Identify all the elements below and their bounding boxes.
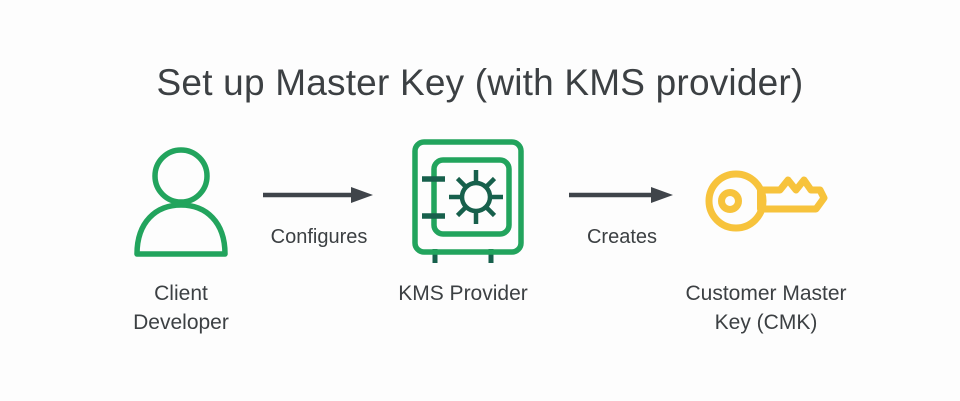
connector-kms-to-cmk: Creates	[567, 185, 677, 249]
client-developer-figure	[126, 138, 236, 268]
safe-vault-icon	[395, 137, 531, 270]
arrow-right-icon	[261, 185, 377, 210]
key-icon	[704, 162, 828, 245]
connector-label-creates: Creates	[586, 226, 658, 248]
connector-client-to-kms: Configures	[258, 185, 380, 249]
node-label-customer-master-key: Customer Master Key (CMK)	[685, 282, 847, 334]
arrow-right-icon	[567, 185, 677, 210]
page-title: Set up Master Key (with KMS provider)	[156, 62, 804, 103]
diagram-node-customer-master-key: Customer Master Key (CMK)	[651, 138, 881, 338]
customer-master-key-figure	[704, 138, 828, 268]
diagram-node-kms-provider: KMS Provider	[363, 138, 563, 309]
diagram-node-client-developer: Client Developer	[81, 138, 281, 338]
node-label-client-developer: Client Developer	[133, 282, 229, 334]
node-label-kms-provider: KMS Provider	[398, 282, 528, 305]
user-icon	[126, 142, 236, 265]
connector-label-configures: Configures	[270, 226, 368, 248]
kms-provider-figure	[395, 138, 531, 268]
